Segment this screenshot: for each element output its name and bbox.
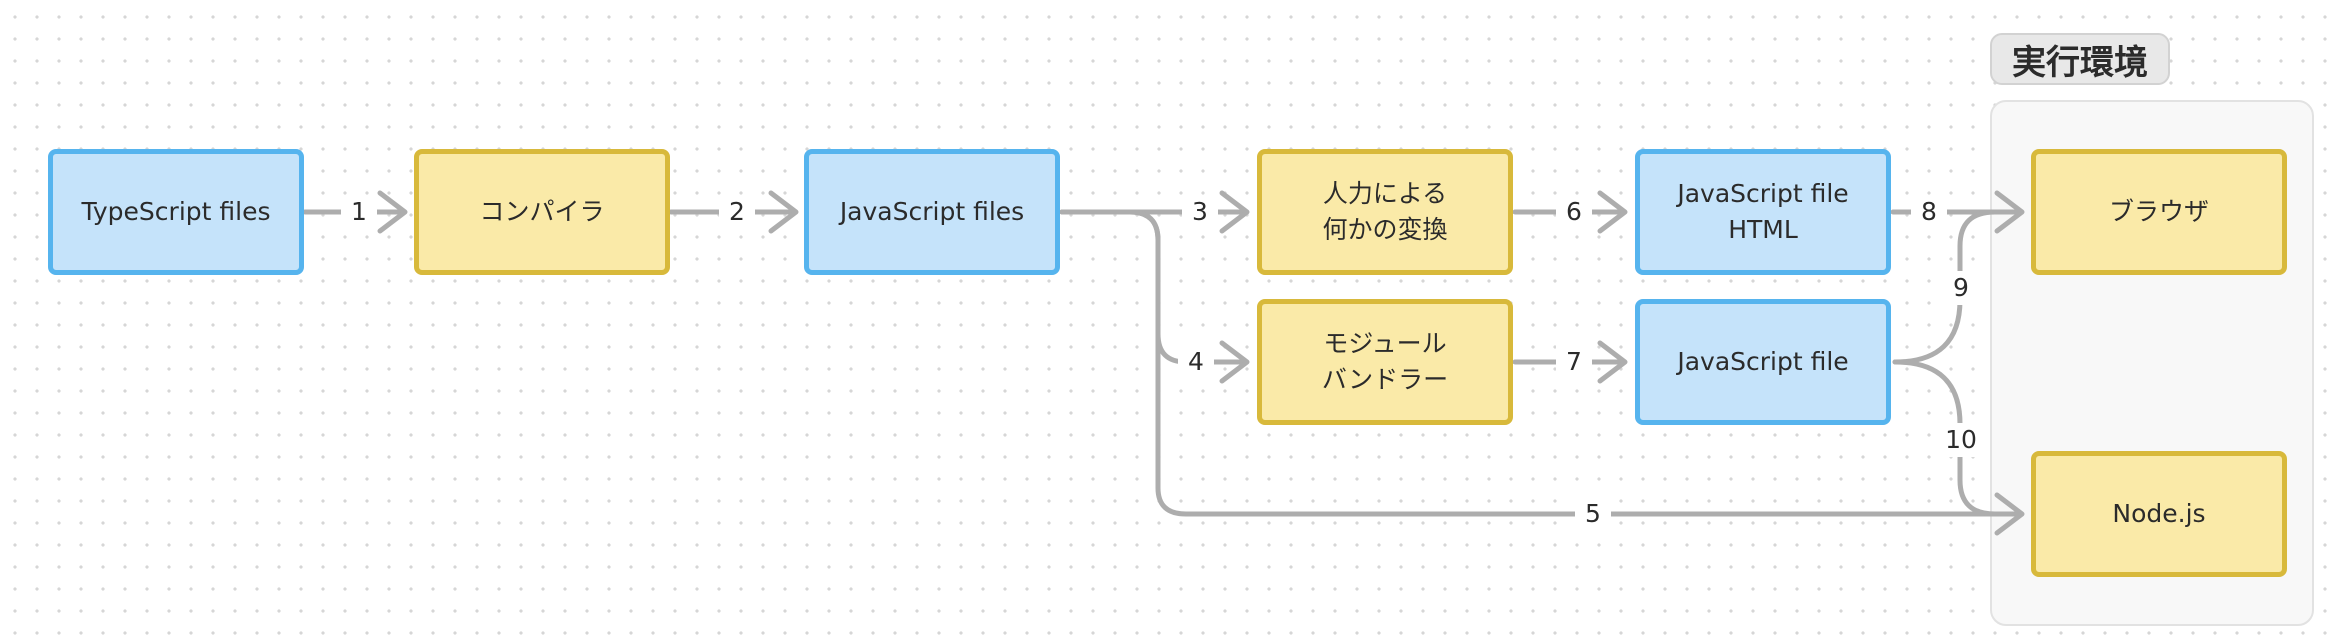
node-manual-transform-label: 人力による 何かの変換 [1322,179,1448,244]
node-javascript-file-html-label: JavaScript file HTML [1677,179,1849,244]
edge-label-9: 9 [1943,271,1979,305]
edge-label-8: 8 [1911,195,1947,229]
node-typescript-files[interactable]: TypeScript files [48,149,304,275]
node-javascript-files[interactable]: JavaScript files [804,149,1060,275]
node-javascript-file-html[interactable]: JavaScript file HTML [1635,149,1891,275]
edge-label-6: 6 [1556,195,1592,229]
node-module-bundler[interactable]: モジュール バンドラー [1257,299,1513,425]
edge-label-10: 10 [1941,423,1981,457]
node-manual-transform[interactable]: 人力による 何かの変換 [1257,149,1513,275]
node-nodejs[interactable]: Node.js [2031,451,2287,577]
node-browser[interactable]: ブラウザ [2031,149,2287,275]
node-javascript-file-label: JavaScript file [1677,347,1849,376]
edge-label-2: 2 [719,195,755,229]
node-typescript-files-label: TypeScript files [81,197,271,226]
edge-label-7: 7 [1556,345,1592,379]
node-javascript-files-label: JavaScript files [839,197,1025,226]
edge-5 [1059,209,2023,517]
edge-label-1: 1 [341,195,377,229]
runtime-environment-label: 実行環境 [1990,33,2170,85]
node-nodejs-label: Node.js [2112,499,2206,528]
node-compiler-label: コンパイラ [479,197,605,226]
edge-label-5: 5 [1575,497,1611,531]
edge-4 [1059,209,1248,365]
edge-label-4: 4 [1178,345,1214,379]
node-compiler[interactable]: コンパイラ [414,149,670,275]
edge-label-3: 3 [1182,195,1218,229]
node-javascript-file[interactable]: JavaScript file [1635,299,1891,425]
node-module-bundler-label: モジュール バンドラー [1321,329,1449,394]
node-browser-label: ブラウザ [2108,197,2209,226]
